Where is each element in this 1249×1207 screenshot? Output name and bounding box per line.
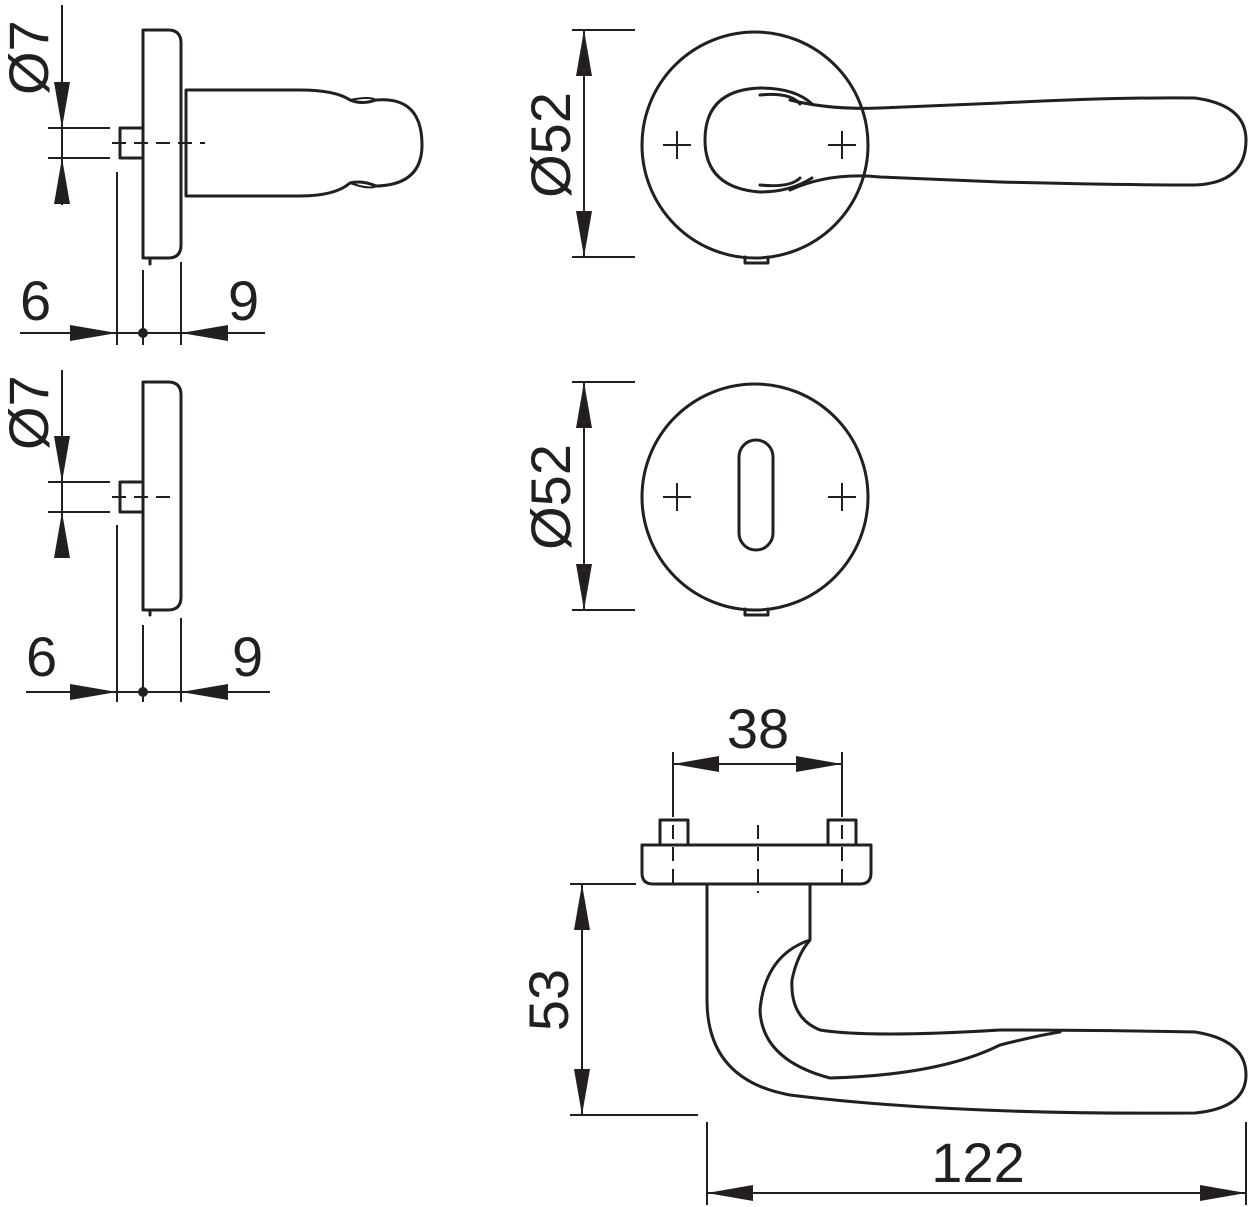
- front-view-key-rose: Ø52: [519, 381, 870, 617]
- screw-mark-right: [828, 483, 856, 511]
- rose-diameter-label: Ø52: [519, 92, 582, 198]
- side-view-key-rose: Ø7 6 9: [0, 370, 270, 702]
- front-view-lever-rose: Ø52: [519, 29, 1248, 265]
- side-view-lever: Ø7 6 9: [0, 5, 424, 345]
- rose-plate: [141, 28, 183, 260]
- screw-mark-left: [663, 131, 691, 159]
- rose-diameter-label: Ø52: [519, 444, 582, 550]
- rose-circle: [640, 30, 870, 260]
- pin-diameter-label: Ø7: [0, 20, 60, 95]
- height-label: 53: [517, 969, 580, 1031]
- top-view-lever: 38 53 122: [517, 697, 1248, 1205]
- rose-circle: [640, 382, 870, 612]
- screw-mark-left: [663, 483, 691, 511]
- length-label: 122: [931, 1131, 1024, 1194]
- lever-profile: [184, 88, 424, 198]
- dim-left-6: 6: [20, 269, 51, 332]
- dim-right-9: 9: [232, 625, 263, 688]
- dim-left-6: 6: [26, 625, 57, 688]
- keyhole-slot: [737, 438, 775, 552]
- screw-mark-right: [828, 131, 856, 159]
- rose-base: [640, 843, 873, 886]
- pin-diameter-label: Ø7: [0, 375, 60, 450]
- screw-spacing-label: 38: [727, 697, 789, 760]
- lever-profile: [705, 884, 1248, 1115]
- rose-plate: [141, 380, 183, 612]
- dim-right-9: 9: [228, 269, 259, 332]
- lever-body: [788, 96, 1248, 192]
